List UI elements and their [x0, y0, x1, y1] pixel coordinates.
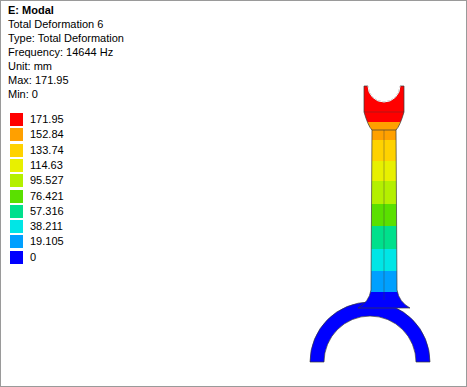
legend-value: 114.63 [30, 159, 63, 172]
result-info: Frequency: 14644 Hz [8, 46, 113, 59]
legend-value: 76.421 [30, 190, 64, 203]
legend-swatch [10, 235, 23, 248]
legend-value: 133.74 [30, 144, 64, 157]
legend-value: 38.211 [30, 220, 63, 233]
legend-swatch [10, 128, 23, 141]
legend-swatch [10, 144, 23, 157]
legend-value: 152.84 [30, 128, 64, 141]
legend-swatch [10, 205, 23, 218]
legend-value: 95.527 [30, 174, 64, 187]
legend-swatch [10, 190, 23, 203]
legend-swatch [10, 251, 23, 264]
small-end [364, 86, 404, 130]
result-info: Unit: mm [8, 60, 52, 73]
result-info: Type: Total Deformation [8, 32, 124, 45]
legend-value: 0 [30, 251, 36, 264]
legend-value: 171.95 [30, 113, 64, 126]
result-info: Total Deformation 6 [8, 18, 103, 31]
small-end-bore [368, 86, 400, 102]
result-info: Min: 0 [8, 88, 38, 101]
mesh-line [364, 112, 404, 113]
legend-swatch [10, 113, 23, 126]
connecting-rod [310, 86, 430, 362]
result-info: Max: 171.95 [8, 74, 69, 87]
legend-value: 19.105 [30, 235, 64, 248]
legend-value: 57.316 [30, 205, 64, 218]
legend-swatch [10, 220, 23, 233]
result-title: E: Modal [8, 4, 54, 17]
legend-swatch [10, 159, 23, 172]
mesh-line [384, 130, 385, 300]
legend-swatch [10, 174, 23, 187]
rod-shank [358, 128, 410, 308]
big-end [310, 302, 430, 362]
